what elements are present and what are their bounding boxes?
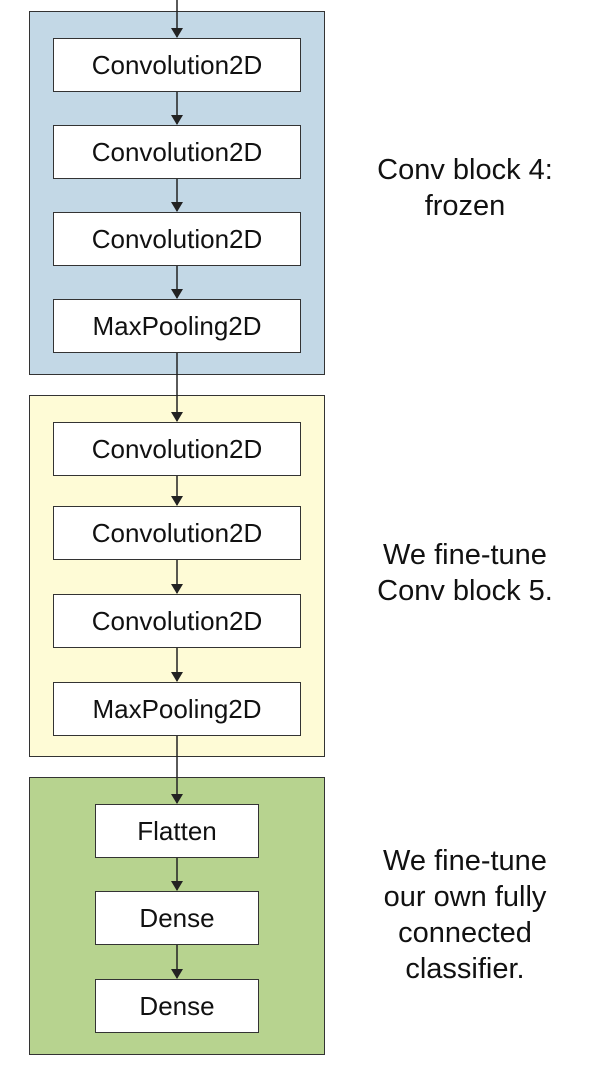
layer-flatten: Flatten xyxy=(95,804,259,858)
layer-convolution2d: Convolution2D xyxy=(53,38,301,92)
layer-maxpooling2d: MaxPooling2D xyxy=(53,682,301,736)
layer-convolution2d: Convolution2D xyxy=(53,125,301,179)
caption-line: frozen xyxy=(424,190,506,222)
caption-line: classifier. xyxy=(405,953,525,985)
conv-block-5-caption: We fine-tune Conv block 5. xyxy=(340,537,590,609)
layer-convolution2d: Convolution2D xyxy=(53,594,301,648)
conv-block-4-caption: Conv block 4: frozen xyxy=(340,152,590,224)
classifier-caption: We fine-tune our own fully connected cla… xyxy=(340,843,590,987)
caption-line: Conv block 5. xyxy=(377,575,553,607)
layer-dense: Dense xyxy=(95,891,259,945)
layer-convolution2d: Convolution2D xyxy=(53,212,301,266)
layer-dense: Dense xyxy=(95,979,259,1033)
layer-convolution2d: Convolution2D xyxy=(53,506,301,560)
caption-line: connected xyxy=(398,917,532,949)
caption-line: We fine-tune xyxy=(383,539,547,571)
caption-line: We fine-tune xyxy=(383,845,547,877)
layer-maxpooling2d: MaxPooling2D xyxy=(53,299,301,353)
caption-line: Conv block 4: xyxy=(377,154,553,186)
caption-line: our own fully xyxy=(383,881,547,913)
layer-convolution2d: Convolution2D xyxy=(53,422,301,476)
